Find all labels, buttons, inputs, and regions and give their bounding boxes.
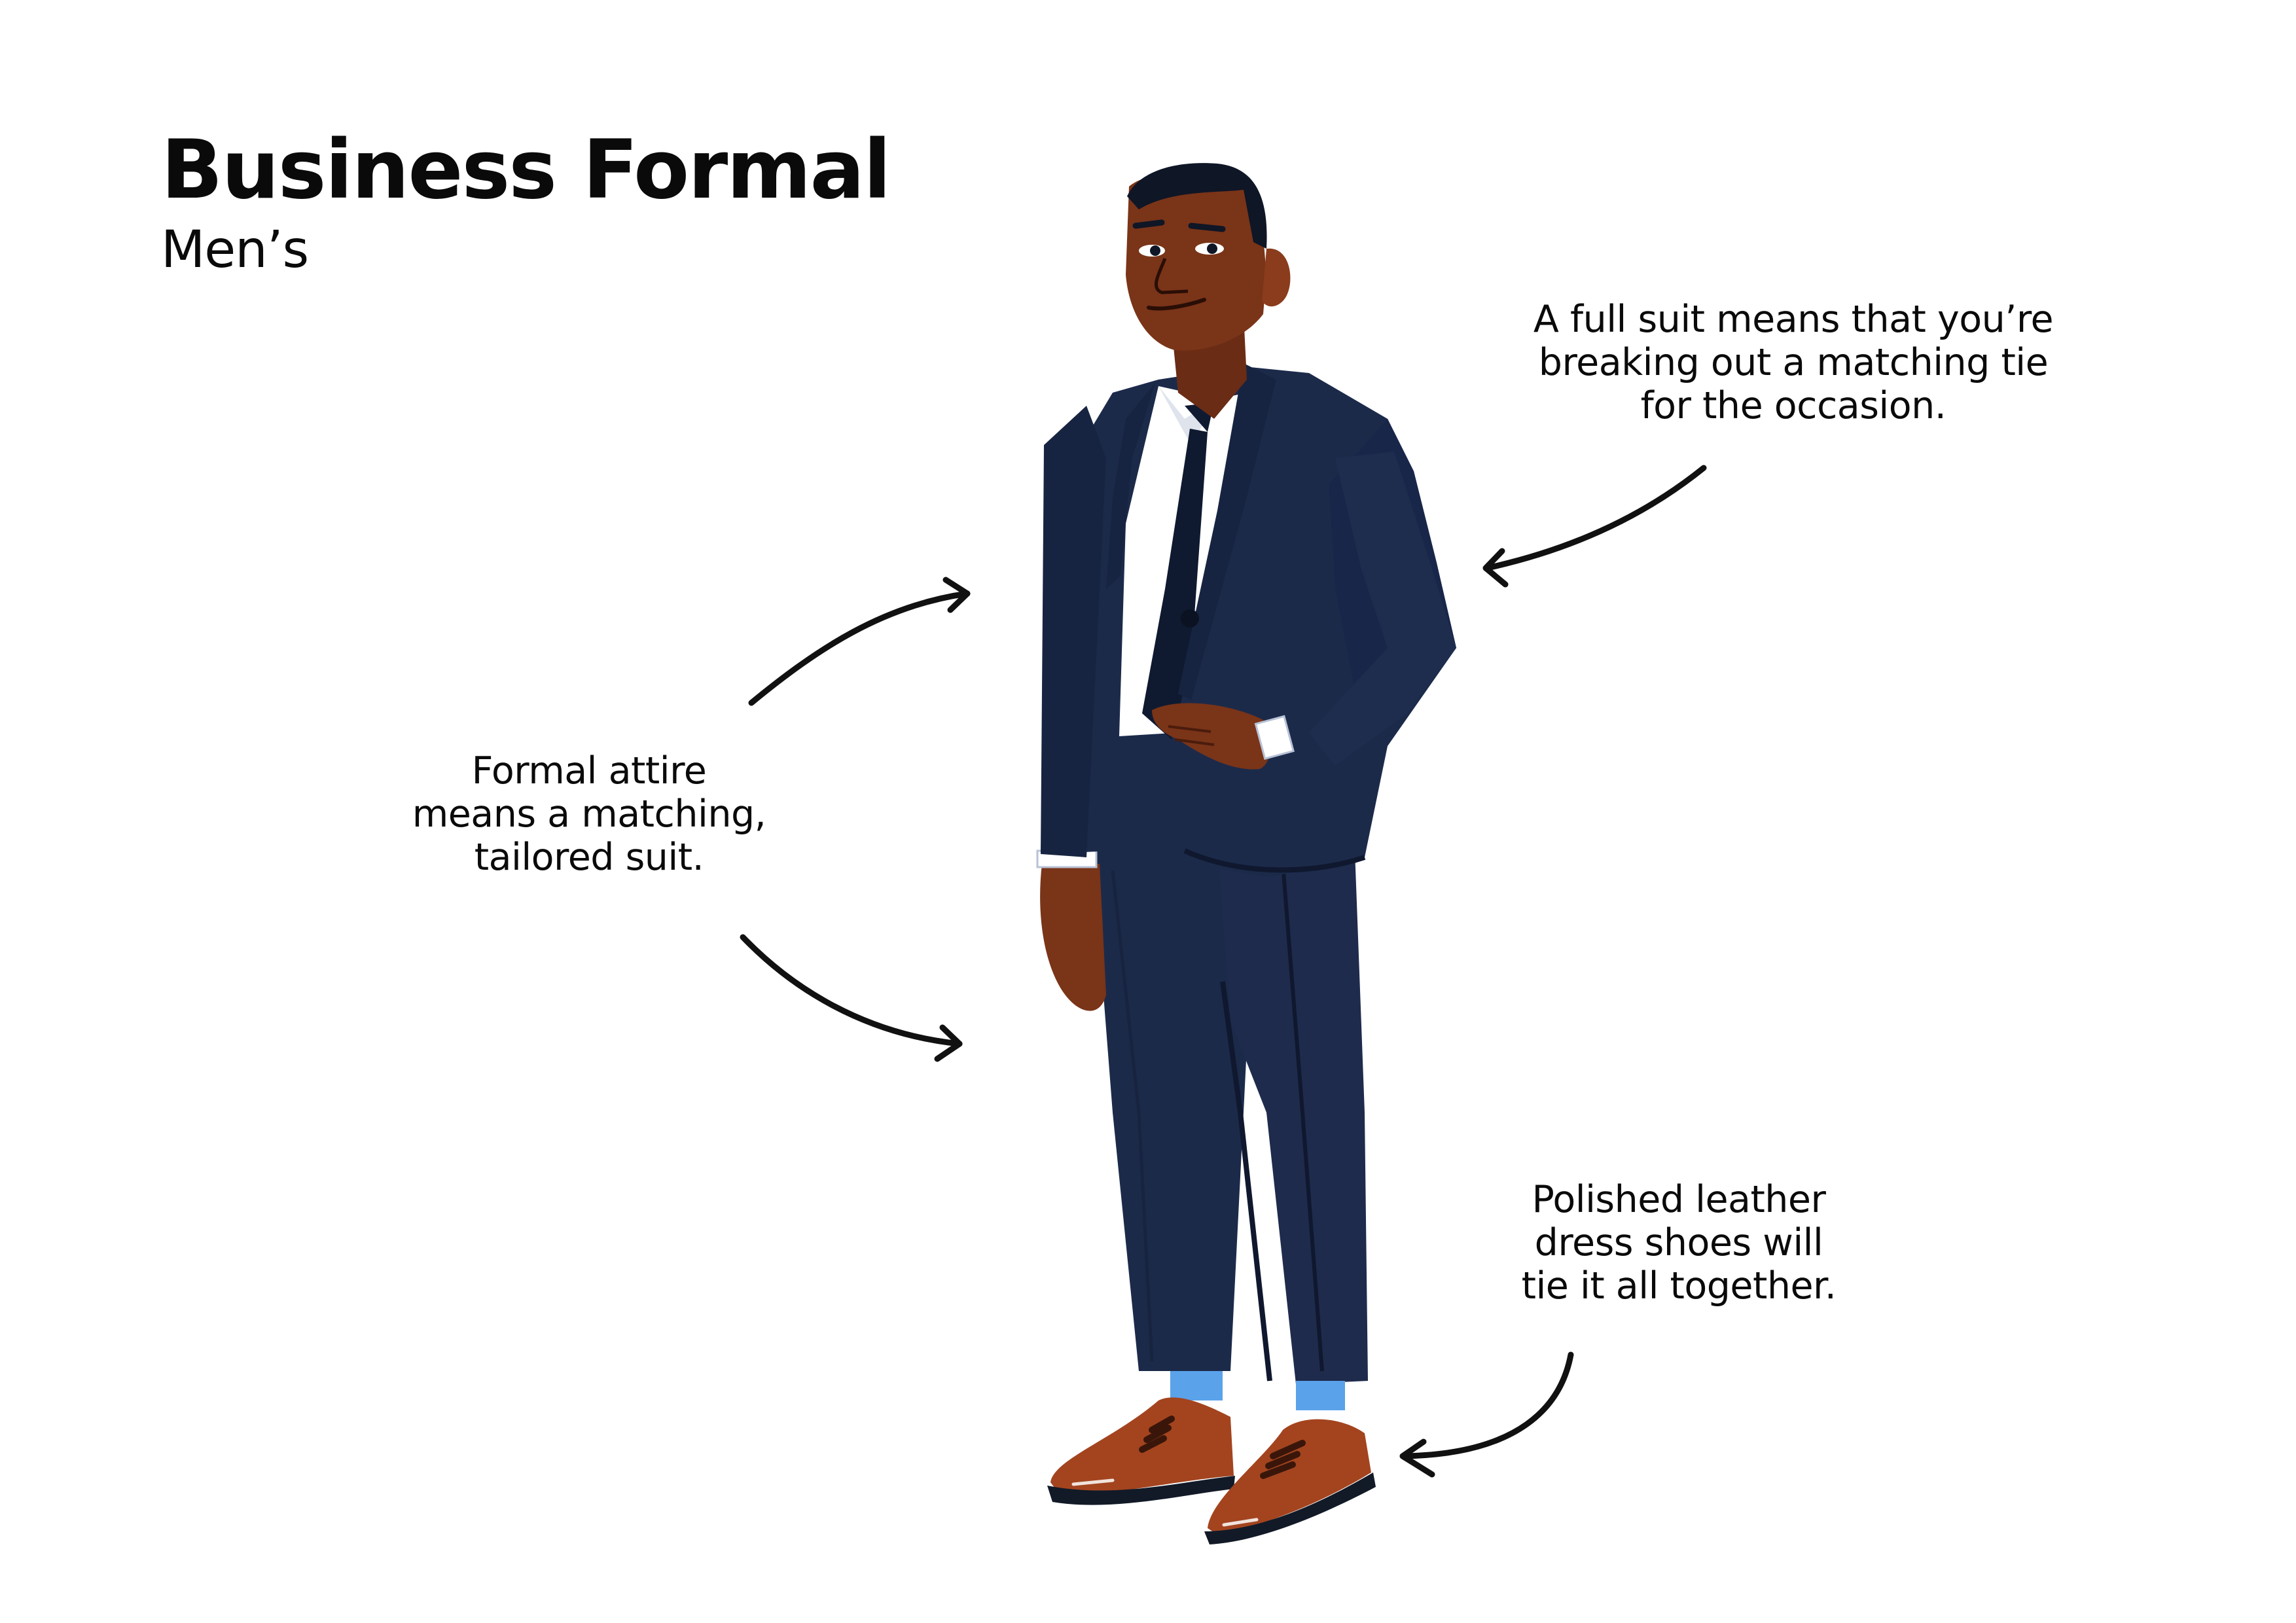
annotation-line: for the occasion. (1640, 384, 1946, 427)
jacket-button (1181, 609, 1199, 628)
annotation-line: tie it all together. (1521, 1264, 1837, 1308)
annotation-tie: A full suit means that you’re breaking o… (1499, 298, 2088, 427)
annotation-line: Polished leather (1532, 1178, 1826, 1221)
annotation-line: A full suit means that you’re (1533, 298, 2054, 341)
annotation-line: tailored suit. (474, 836, 704, 879)
page-title: Business Formal (161, 123, 891, 217)
ear (1262, 248, 1291, 307)
annotation-suit: Formal attire means a matching, tailored… (380, 749, 798, 879)
hand-left (1040, 864, 1106, 1011)
shoe-left (1047, 1397, 1235, 1505)
curved-arrow-icon (740, 934, 963, 1062)
head (1126, 163, 1291, 351)
annotation-line: means a matching, (412, 793, 766, 836)
annotation-shoes: Polished leather dress shoes will tie it… (1473, 1178, 1885, 1308)
annotation-line: dress shoes will (1534, 1221, 1823, 1264)
annotation-line: breaking out a matching tie (1538, 341, 2049, 384)
lapel-right (1178, 363, 1276, 700)
hand-right (1152, 703, 1295, 770)
trousers (1092, 844, 1368, 1384)
lapel-left (1106, 383, 1155, 589)
shoe-right (1204, 1419, 1376, 1544)
curved-arrow-icon (1399, 1351, 1574, 1478)
sock-left (1170, 1371, 1223, 1400)
annotation-line: Formal attire (471, 749, 707, 793)
curved-arrow-icon (748, 577, 971, 706)
page-subtitle: Men’s (161, 221, 309, 279)
sock-right (1296, 1381, 1345, 1410)
curved-arrow-icon (1482, 465, 1707, 588)
hair (1127, 163, 1267, 249)
